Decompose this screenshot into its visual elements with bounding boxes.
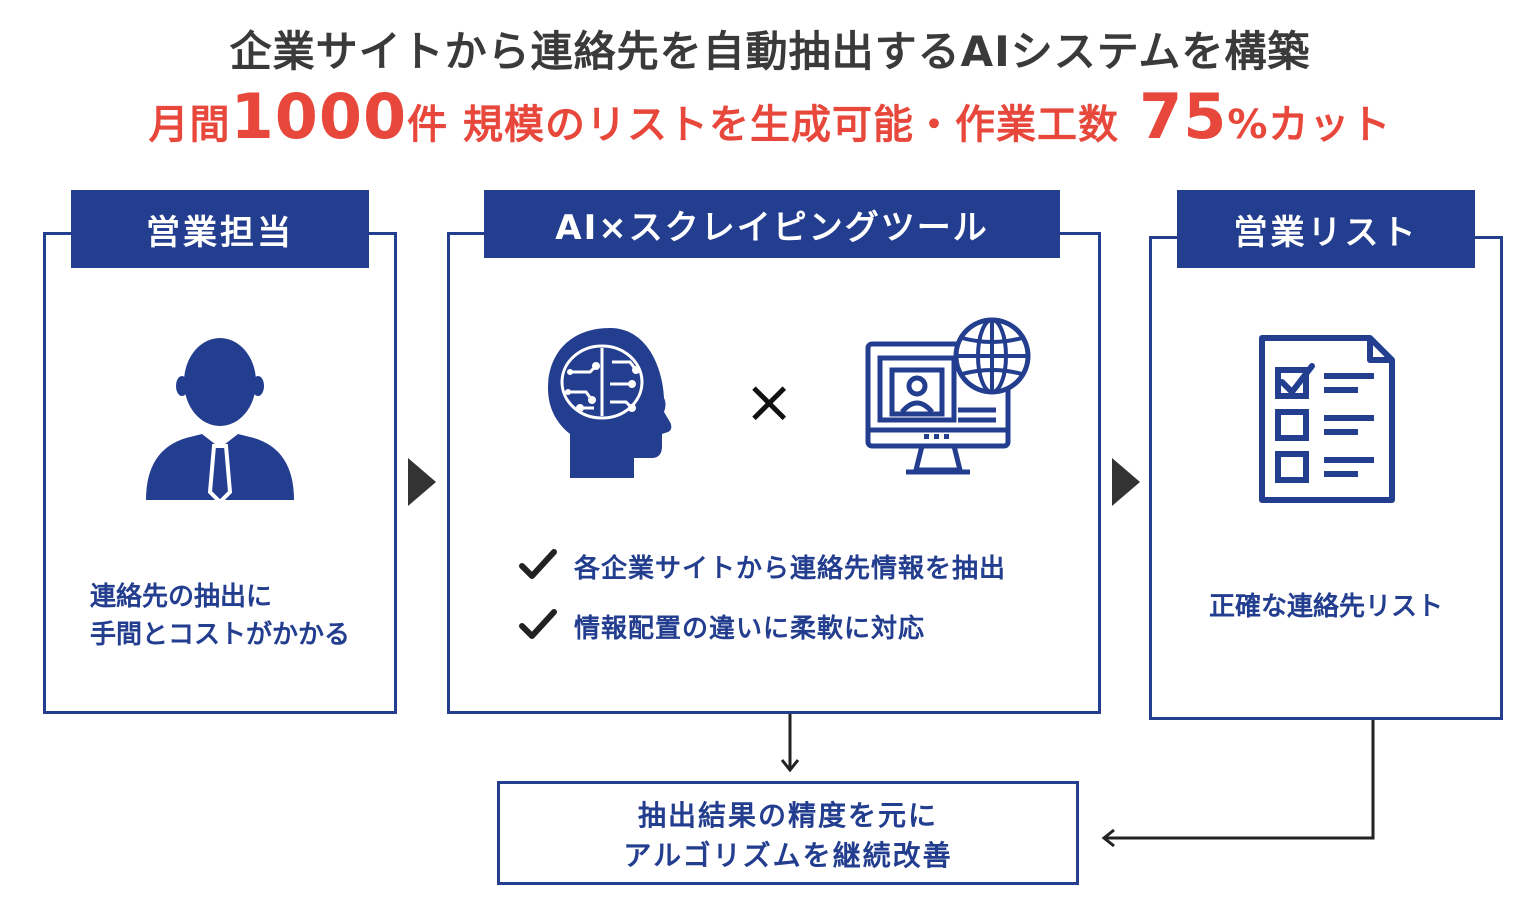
checklist-icon (1254, 332, 1400, 508)
sales-list-tab: 営業リスト (1177, 190, 1475, 268)
subtitle-part-1: 月間 (148, 102, 231, 148)
ai-brain-icon (540, 322, 690, 482)
page-title: 企業サイトから連絡先を自動抽出するAIシステムを構築 (229, 27, 1311, 76)
checkmark-icon (518, 606, 574, 646)
subtitle-number-1000: 1000 (230, 80, 408, 153)
sales-desc-line1: 連絡先の抽出に (90, 582, 273, 612)
check-item-2-text: 情報配置の違いに柔軟に対応 (574, 613, 926, 644)
subtitle-part-2: 件 規模のリストを生成可能・作業工数 (407, 102, 1120, 148)
improvement-box: 抽出結果の精度を元に アルゴリズムを継続改善 (497, 781, 1079, 885)
check-item-1-text: 各企業サイトから連絡先情報を抽出 (574, 553, 1007, 584)
sales-list-description: 正確な連絡先リスト (1208, 592, 1443, 622)
page-subtitle: 月間1000件 規模のリストを生成可能・作業工数 75%カット (0, 80, 1540, 153)
checkmark-icon (518, 546, 574, 586)
improvement-line1: 抽出結果の精度を元に (637, 799, 938, 832)
flow-arrow-1 (408, 458, 436, 506)
businessman-icon (140, 330, 300, 510)
flow-arrow-2 (1112, 458, 1140, 506)
sales-desc-line2: 手間とコストがかかる (90, 620, 351, 650)
ai-tool-box (447, 232, 1101, 714)
computer-globe-icon (862, 314, 1034, 486)
times-symbol: × (744, 367, 795, 437)
check-item-1: 各企業サイトから連絡先情報を抽出 (518, 546, 1006, 586)
subtitle-part-3: %カット (1227, 102, 1392, 148)
sales-rep-description: 連絡先の抽出に 手間とコストがかかる (90, 578, 350, 654)
check-item-2: 情報配置の違いに柔軟に対応 (518, 606, 925, 646)
subtitle-number-75: 75 (1139, 80, 1228, 153)
sales-rep-tab: 営業担当 (71, 190, 369, 268)
ai-tool-tab: AI×スクレイピングツール (484, 190, 1060, 258)
improvement-line2: アルゴリズムを継続改善 (623, 839, 953, 872)
